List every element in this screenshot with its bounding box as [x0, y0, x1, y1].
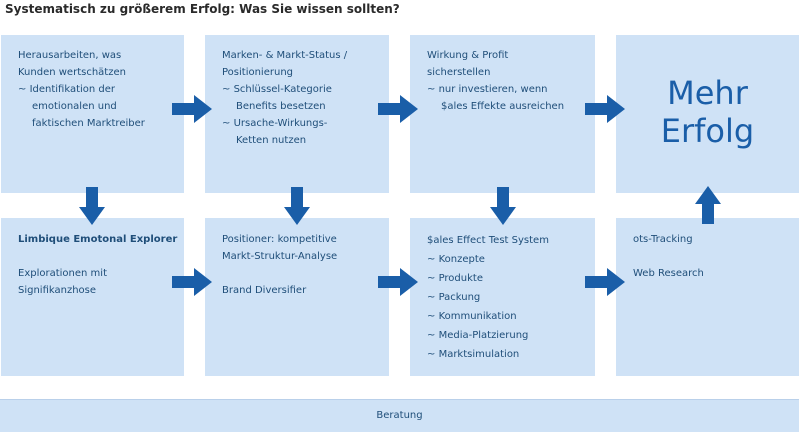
- box-wirkung-profit: Wirkung & Profit sicherstellen nur inves…: [410, 35, 595, 193]
- box-limbique: Limbique Emotonal Explorer Explorationen…: [1, 218, 184, 376]
- box-heading: $ales Effect Test System: [427, 235, 549, 246]
- bullet-item: Konzepte: [427, 250, 595, 269]
- bullet-item: Media-Platzierung: [427, 326, 595, 345]
- box-heading-line: sicherstellen: [427, 67, 491, 78]
- box-tracking: ots-Tracking Web Research: [616, 218, 799, 376]
- bullet-item: Kommunikation: [427, 307, 595, 326]
- bullet-item: Ursache-Wirkungs-: [222, 115, 389, 132]
- box-heading-line: Herausarbeiten, was: [18, 50, 122, 61]
- box-heading-line: Positioner: kompetitive: [222, 234, 337, 245]
- mehr-erfolg-line-2: Erfolg: [660, 112, 755, 150]
- arrow-right-icon: [378, 95, 418, 123]
- mehr-erfolg-line-1: Mehr: [667, 74, 748, 112]
- bullet-item: nur investieren, wenn: [427, 81, 595, 98]
- arrow-down-icon: [79, 187, 105, 225]
- box-positioner: Positioner: kompetitive Markt-Struktur-A…: [205, 218, 389, 376]
- bullet-continuation: Benefits besetzen: [236, 101, 326, 112]
- bullet-item: Marktsimulation: [427, 345, 595, 364]
- arrow-down-icon: [490, 187, 516, 225]
- bullet-continuation: Ketten nutzen: [236, 135, 307, 146]
- bullet-item: Identifikation der: [18, 81, 184, 98]
- arrow-right-icon: [172, 268, 212, 296]
- bullet-continuation: faktischen Marktreiber: [32, 118, 145, 129]
- box-heading-line: Markt-Struktur-Analyse: [222, 251, 338, 262]
- box-heading-line: Kunden wertschätzen: [18, 67, 126, 78]
- box-sales-effect: $ales Effect Test System Konzepte Produk…: [410, 218, 595, 376]
- box-heading-line: Marken- & Markt-Status /: [222, 50, 348, 61]
- footer-beratung: Beratung: [0, 399, 799, 432]
- box-text-line: Web Research: [633, 268, 704, 279]
- arrow-up-icon: [695, 186, 721, 224]
- box-heading-line: Positionierung: [222, 67, 294, 78]
- bullet-item: Produkte: [427, 269, 595, 288]
- arrow-right-icon: [172, 95, 212, 123]
- arrow-right-icon: [585, 268, 625, 296]
- arrow-right-icon: [378, 268, 418, 296]
- box-text-line: Brand Diversifier: [222, 285, 307, 296]
- arrow-right-icon: [585, 95, 625, 123]
- box-heading-line: Wirkung & Profit: [427, 50, 509, 61]
- box-text-line: Explorationen mit: [18, 268, 107, 279]
- page-title: Systematisch zu größerem Erfolg: Was Sie…: [5, 2, 400, 16]
- bullet-item: Packung: [427, 288, 595, 307]
- box-kundenwerte: Herausarbeiten, was Kunden wertschätzen …: [1, 35, 184, 193]
- bullet-continuation: $ales Effekte ausreichen: [441, 101, 565, 112]
- box-text-line: Signifikanzhose: [18, 285, 97, 296]
- box-heading: Limbique Emotonal Explorer: [18, 234, 178, 245]
- arrow-down-icon: [284, 187, 310, 225]
- bullet-item: Schlüssel-Kategorie: [222, 81, 389, 98]
- box-text-line: ots-Tracking: [633, 234, 693, 245]
- box-mehr-erfolg: Mehr Erfolg: [616, 35, 799, 193]
- box-marken-status: Marken- & Markt-Status / Positionierung …: [205, 35, 389, 193]
- bullet-continuation: emotionalen und: [32, 101, 117, 112]
